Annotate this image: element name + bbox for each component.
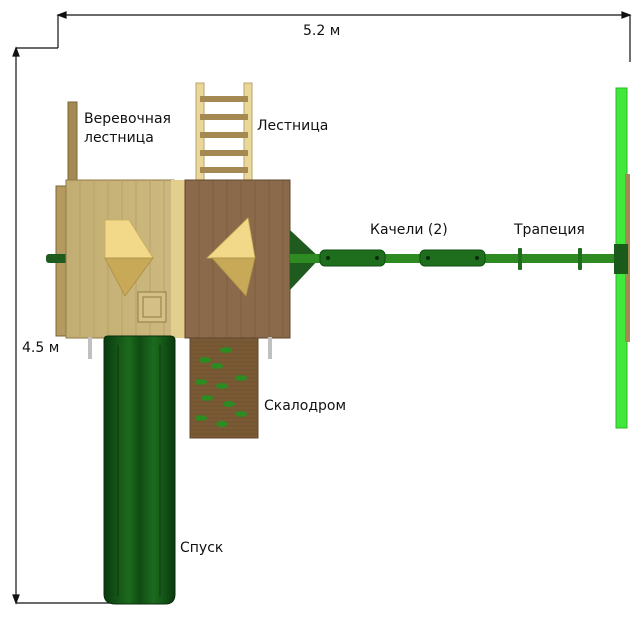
side-step [46, 254, 70, 263]
slide-label: Спуск [180, 540, 223, 556]
swings-label: Качели (2) [370, 222, 448, 238]
deck-hatch [137, 291, 167, 323]
a-frame [614, 87, 630, 429]
swing-seat-1 [319, 249, 386, 267]
depth-dimension [12, 46, 116, 605]
sunshade-right-lower [211, 257, 256, 297]
ladder [195, 82, 253, 181]
swing-seat-2 [419, 249, 486, 267]
rope-ladder-label-line2: лестница [84, 130, 154, 146]
post-right [268, 337, 272, 359]
ladder-label: Лестница [257, 118, 328, 134]
trapeze-handle-left [518, 248, 522, 270]
width-dimension [16, 11, 632, 62]
depth-label: 4.5 м [22, 340, 59, 356]
rope-ladder-label-line1: Веревочная [84, 111, 171, 127]
rope-ladder [67, 101, 78, 183]
trapeze-label: Трапеция [513, 222, 585, 238]
climbing-wall [189, 337, 259, 439]
post-left [88, 337, 92, 359]
slide [103, 335, 176, 605]
climbing-wall-label: Скалодром [264, 398, 346, 414]
sunshade-left-lower [104, 257, 154, 297]
width-label: 5.2 м [303, 23, 340, 39]
trapeze-handle-right [578, 248, 582, 270]
